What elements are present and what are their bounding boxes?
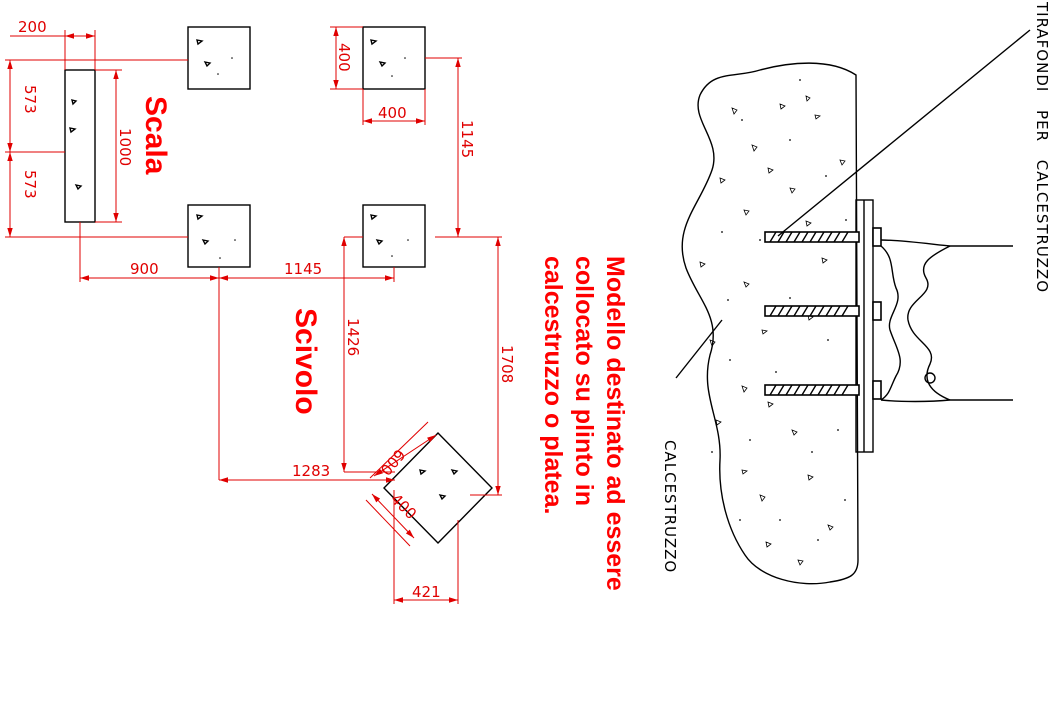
ladder-footing — [64, 69, 96, 223]
leader-tirafondi — [777, 29, 1031, 237]
note-line-1: Modello destinato ad essere — [601, 256, 629, 591]
footing-top-left — [187, 26, 251, 90]
dim-400-diagonal: 400 — [387, 490, 420, 523]
dim-1145-vertical: 1145 — [458, 120, 476, 158]
concrete-block — [681, 62, 859, 585]
dim-200: 200 — [18, 18, 47, 36]
dim-1426: 1426 — [344, 318, 362, 356]
concrete-aggregate — [699, 95, 846, 566]
label-scivolo: Scivolo — [289, 308, 322, 415]
note-line-2: collocato su plinto in — [570, 256, 598, 506]
dim-400-horizontal: 400 — [378, 104, 407, 122]
dim-1708: 1708 — [498, 345, 516, 383]
footing-bottom-left — [187, 204, 251, 268]
footing-bottom-right — [362, 204, 426, 268]
footing-plan: 200 573 573 1000 400 400 1145 900 1145 1… — [5, 18, 516, 604]
foundation-section: CALCESTRUZZO TIRAFONDI PER CALCESTRUZZO — [661, 1, 1051, 585]
dim-1000: 1000 — [116, 128, 134, 166]
dim-900: 900 — [130, 260, 159, 278]
post-profile — [880, 239, 1013, 403]
dim-1145-horizontal: 1145 — [284, 260, 322, 278]
dim-400-vertical: 400 — [335, 43, 353, 72]
dim-421: 421 — [412, 583, 441, 601]
footing-top-right — [362, 26, 426, 90]
dim-573-top: 573 — [21, 85, 39, 114]
anchor-bolts — [764, 227, 882, 400]
note-line-3: calcestruzzo o platea. — [539, 256, 567, 514]
label-tirafondi: TIRAFONDI PER CALCESTRUZZO — [1033, 1, 1051, 293]
concrete-dots — [711, 79, 847, 541]
leader-calcestruzzo — [675, 319, 723, 379]
installation-note: Modello destinato ad essere collocato su… — [539, 256, 629, 591]
label-scala: Scala — [139, 96, 172, 175]
dim-600: 600 — [377, 445, 409, 479]
dimension-lines — [5, 26, 502, 604]
dim-573-bottom: 573 — [21, 170, 39, 199]
dim-1283: 1283 — [292, 462, 330, 480]
dimension-values: 200 573 573 1000 400 400 1145 900 1145 1… — [18, 18, 516, 601]
label-calcestruzzo: CALCESTRUZZO — [661, 440, 679, 573]
